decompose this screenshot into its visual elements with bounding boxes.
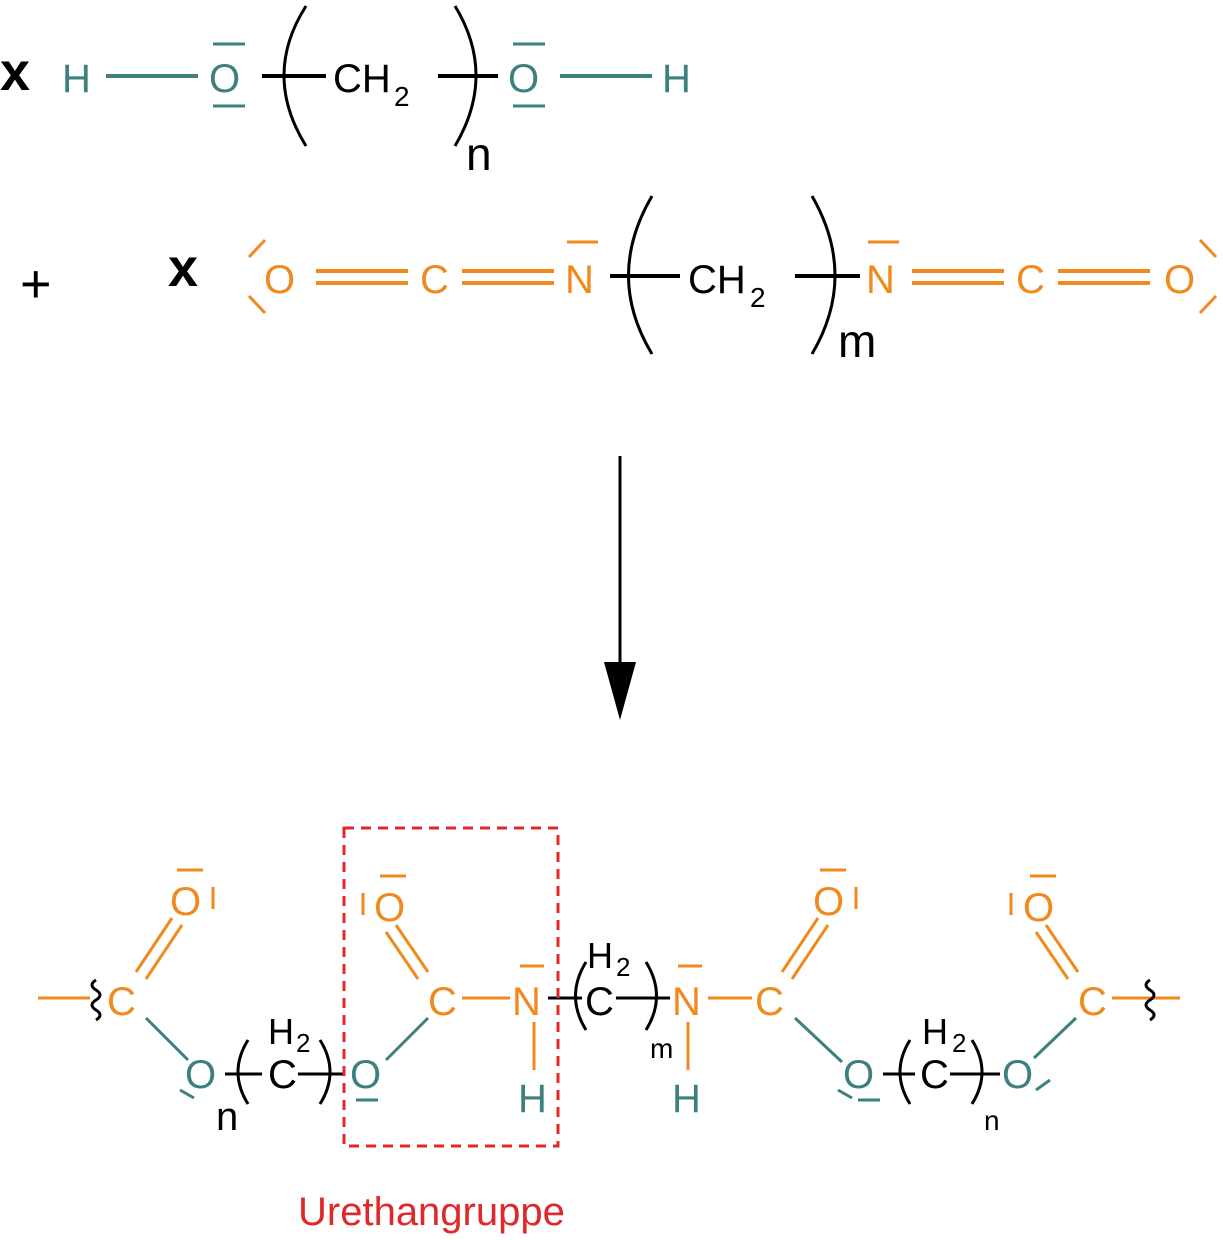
iso-ch2-subscript: 2 [750, 282, 766, 313]
bracket-open [627, 195, 654, 355]
bracket-open [574, 961, 588, 1031]
diol-o-right: O [508, 57, 539, 101]
ester-bond [384, 1016, 430, 1062]
prod-index-n2: n [984, 1105, 1000, 1136]
diol-ch2-subscript: 2 [394, 81, 410, 112]
prod-c2: C [428, 980, 457, 1024]
lone-pair-lower-right [1198, 294, 1218, 315]
diol-index-n: n [466, 128, 492, 180]
carbonyl-bond [1044, 924, 1080, 973]
prod-index-n1: n [216, 1095, 238, 1139]
coefficient-x-isocyanate: x [168, 238, 198, 298]
prod-n2: N [672, 980, 701, 1024]
iso-c-right: C [1016, 258, 1045, 302]
carbonyl-bond [780, 917, 820, 973]
bracket-close [810, 195, 837, 355]
urethane-group-box [342, 826, 560, 1148]
diol-h-right: H [662, 57, 691, 101]
prod-h2-2-sup: 2 [616, 952, 630, 982]
carbonyl-bond [144, 924, 184, 980]
prod-h2-3-sup: 2 [952, 1028, 966, 1058]
prod-o4-chain: O [1002, 1053, 1033, 1097]
ester-bond [144, 1016, 190, 1062]
lone-pair-upper-left [247, 238, 267, 259]
prod-o2-top: O [374, 886, 405, 930]
carbonyl-bond [394, 924, 430, 973]
prod-c1: C [107, 980, 136, 1024]
carbonyl-bond [134, 917, 174, 973]
prod-c4: C [1078, 980, 1107, 1024]
diol-ch2: CH [333, 57, 391, 101]
coefficient-x-diol: x [0, 42, 30, 102]
prod-h1: H [518, 1077, 547, 1121]
prod-o1-chain: O [185, 1053, 216, 1097]
prod-h2: H [672, 1077, 701, 1121]
iso-n-left: N [565, 258, 594, 302]
bracket-open [898, 1039, 912, 1105]
iso-n-right: N [866, 258, 895, 302]
wavy-bond-left [90, 978, 102, 1022]
prod-c-ch2-3: C [920, 1053, 949, 1097]
prod-index-m: m [650, 1033, 673, 1064]
lone-pair-lower [837, 1088, 853, 1100]
iso-o-left: O [264, 258, 295, 302]
iso-ch2: CH [688, 258, 746, 302]
reaction-arrow [604, 456, 636, 720]
iso-o-right: O [1164, 258, 1195, 302]
prod-c-ch2-2: C [585, 980, 614, 1024]
bracket-close [453, 5, 478, 147]
urethane-group-label: Urethangruppe [298, 1190, 565, 1234]
diisocyanate-reactant: + x O C N CH 2 m N C O [20, 195, 1218, 367]
carbonyl-bond [384, 931, 420, 980]
prod-o3-top: O [813, 880, 844, 924]
lone-pair-upper-right [1198, 238, 1218, 259]
prod-o4-top: O [1023, 886, 1054, 930]
prod-o3-chain: O [843, 1053, 874, 1097]
wavy-bond-right [1144, 978, 1156, 1022]
lone-pair-lower [179, 1088, 195, 1100]
prod-c-ch2-1: C [268, 1053, 297, 1097]
diol-h-left: H [62, 57, 91, 101]
carbonyl-bond [790, 924, 830, 980]
prod-h2-1-sup: 2 [296, 1028, 310, 1058]
ester-bond [1032, 1016, 1078, 1060]
prod-h2-2: H [587, 935, 613, 976]
prod-h2-1: H [268, 1011, 294, 1052]
bracket-open [236, 1039, 250, 1105]
iso-index-m: m [838, 315, 876, 367]
diol-reactant: x H O CH 2 n O H [0, 5, 691, 180]
carbonyl-bond [1034, 931, 1070, 980]
iso-c-left: C [420, 258, 449, 302]
prod-h2-3: H [922, 1011, 948, 1052]
bracket-close [318, 1039, 332, 1105]
polyurethane-product: C O O H 2 C n O C O N H H [38, 826, 1180, 1234]
prod-o2-chain: O [350, 1053, 381, 1097]
diol-o-left: O [209, 57, 240, 101]
bracket-close [970, 1039, 984, 1105]
prod-c3: C [755, 980, 784, 1024]
plus-sign: + [20, 254, 52, 314]
lone-pair-lower-left [247, 294, 267, 315]
prod-n1: N [512, 980, 541, 1024]
bracket-open [282, 5, 308, 147]
bracket-close [644, 961, 658, 1031]
lone-pair-lower [1035, 1078, 1051, 1092]
prod-o1-top: O [170, 880, 201, 924]
ester-bond [793, 1016, 844, 1064]
